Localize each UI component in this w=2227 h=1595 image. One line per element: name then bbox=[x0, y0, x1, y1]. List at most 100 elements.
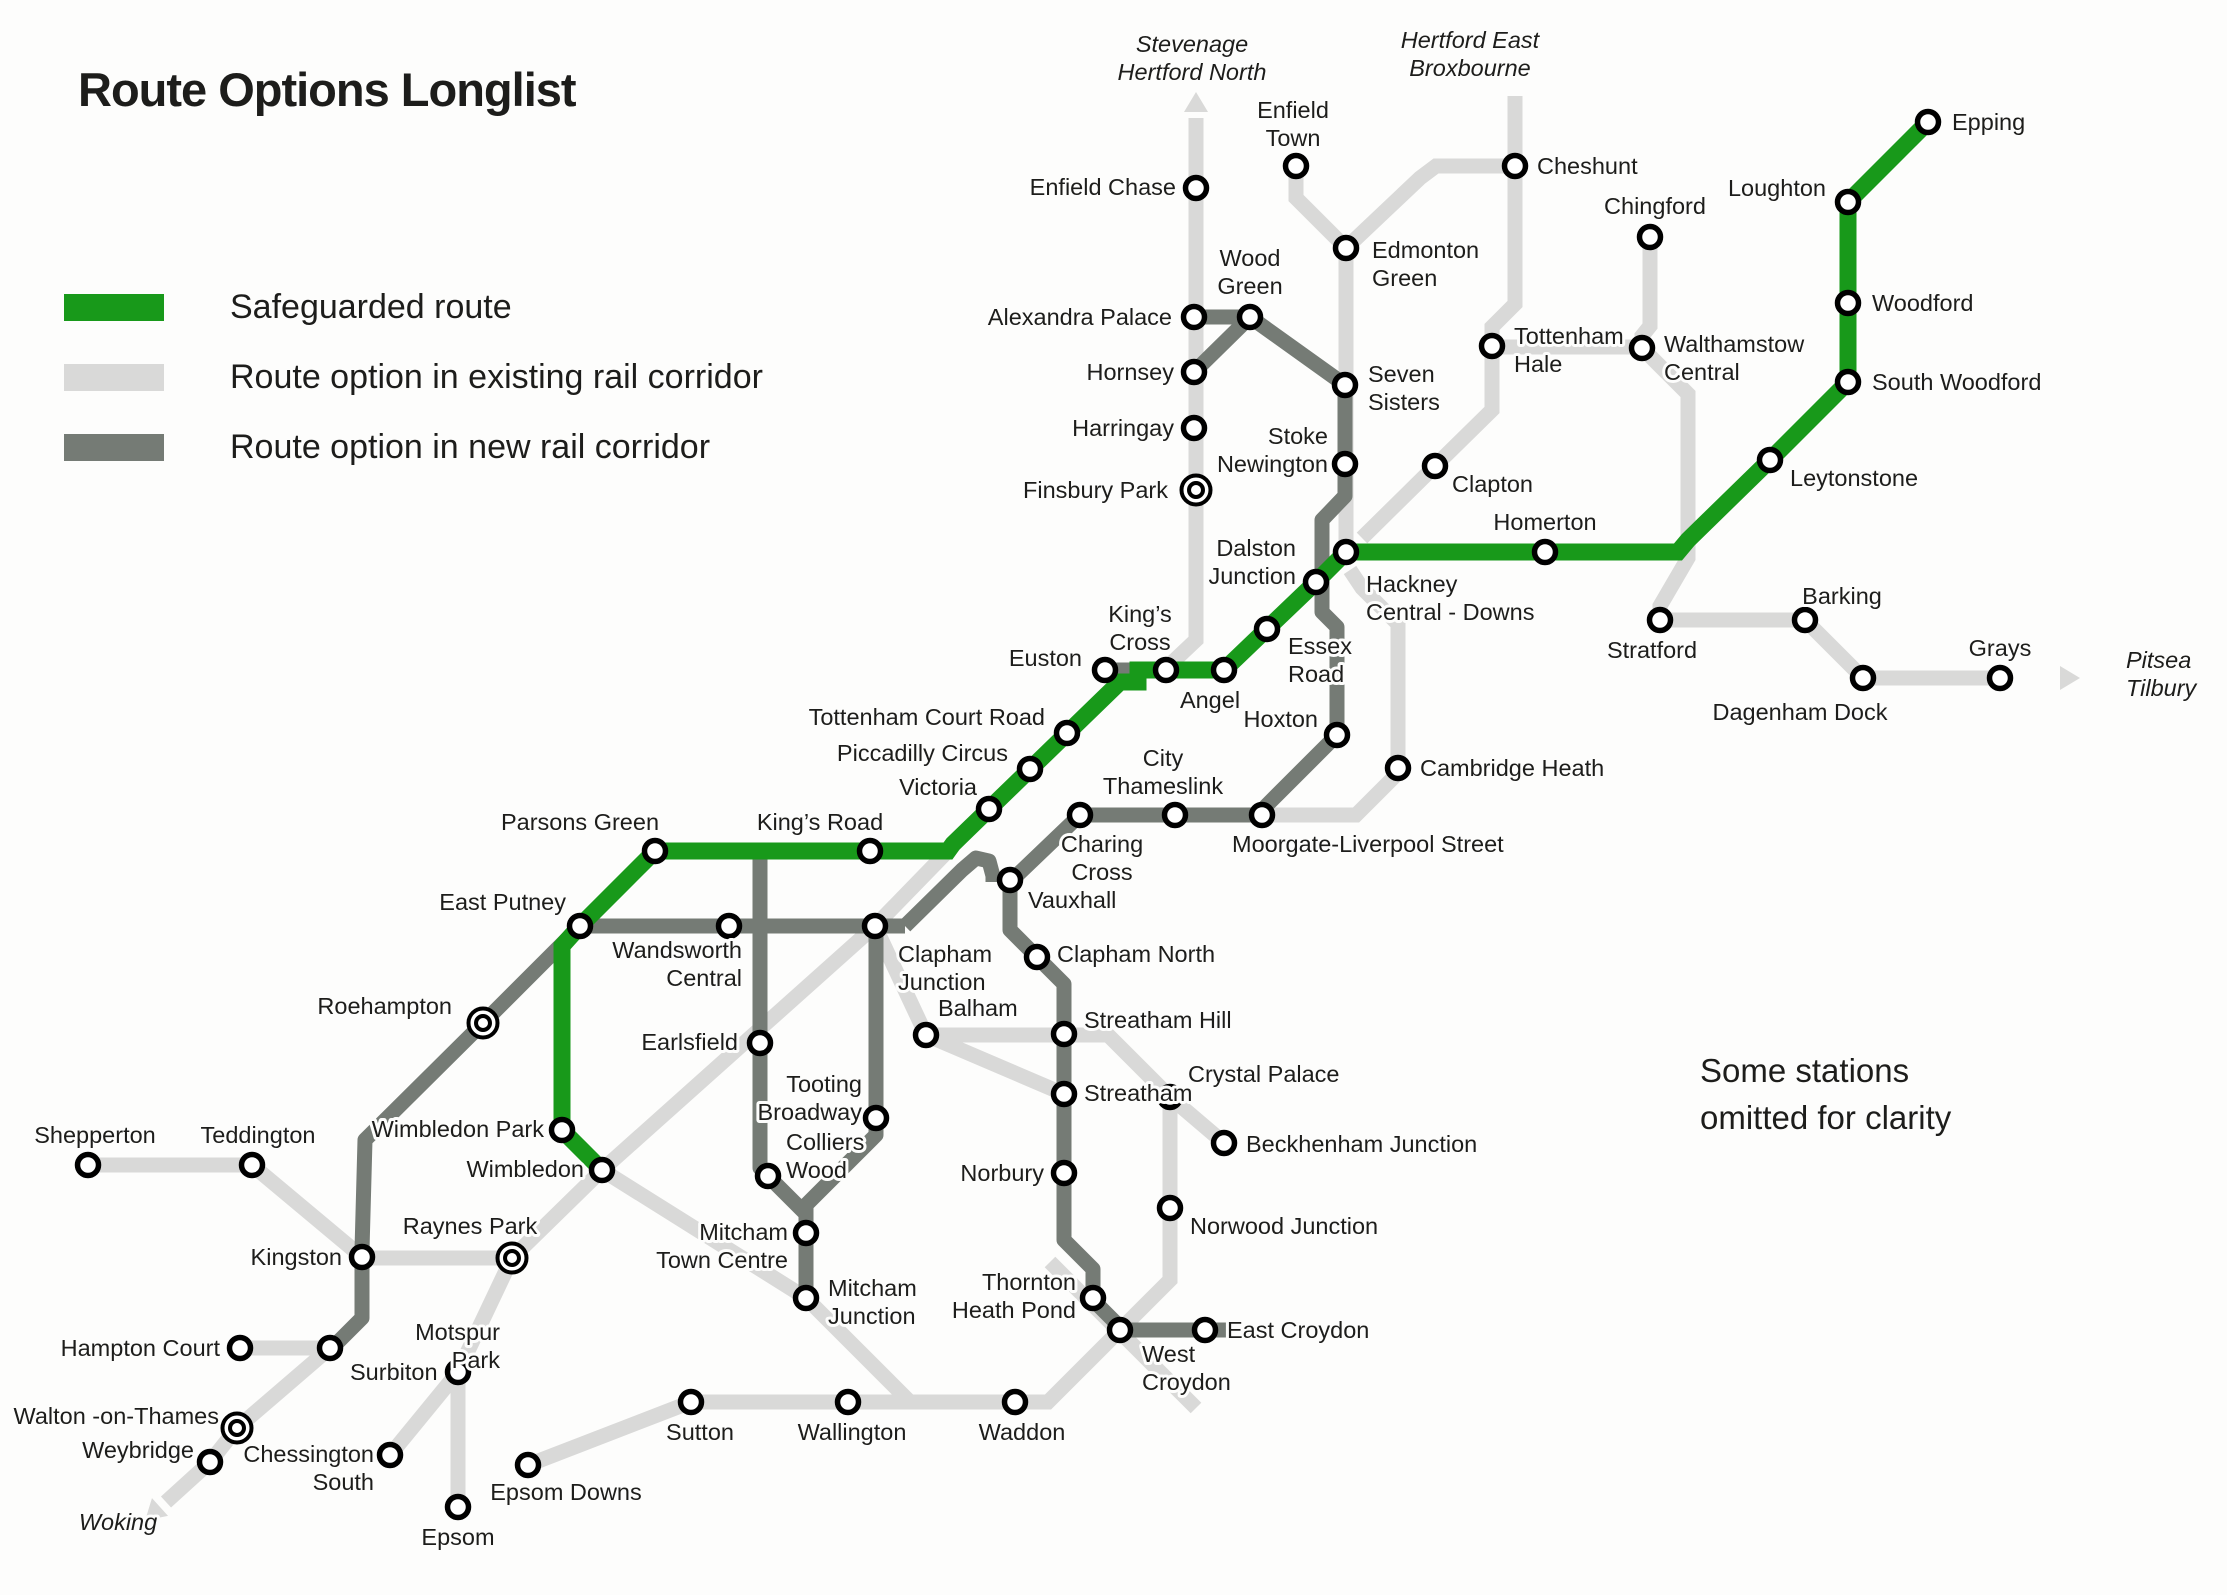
station-marker[interactable] bbox=[1053, 719, 1081, 747]
station-shepperton[interactable] bbox=[74, 1151, 102, 1179]
station-marker[interactable] bbox=[1302, 568, 1330, 596]
station-waddon[interactable] bbox=[1001, 1388, 1029, 1416]
station-marker[interactable] bbox=[912, 1021, 940, 1049]
station-mitcham[interactable] bbox=[792, 1219, 820, 1247]
station-marker[interactable] bbox=[677, 1388, 705, 1416]
station-balham[interactable] bbox=[912, 1021, 940, 1049]
station-tottenham-court-road[interactable] bbox=[1053, 719, 1081, 747]
station-marker[interactable] bbox=[238, 1151, 266, 1179]
station-marker[interactable] bbox=[1834, 289, 1862, 317]
station-epsom[interactable] bbox=[444, 1493, 472, 1521]
station-charing-cross[interactable] bbox=[1066, 801, 1094, 829]
station-wallington[interactable] bbox=[834, 1388, 862, 1416]
station-marker[interactable] bbox=[1210, 1129, 1238, 1157]
station-marker[interactable] bbox=[1066, 801, 1094, 829]
station-marker[interactable] bbox=[316, 1334, 344, 1362]
station-marker[interactable] bbox=[1323, 721, 1351, 749]
station-marker[interactable] bbox=[792, 1219, 820, 1247]
station-moorgate-liverpool-street[interactable] bbox=[1248, 801, 1276, 829]
station-marker[interactable] bbox=[1331, 371, 1359, 399]
station-marker[interactable] bbox=[1834, 368, 1862, 396]
station-finsbury-park[interactable] bbox=[1179, 473, 1213, 507]
station-marker[interactable] bbox=[1191, 1316, 1219, 1344]
station-marker[interactable] bbox=[548, 1116, 576, 1144]
station-kings-cross[interactable] bbox=[1152, 656, 1180, 684]
station-marker[interactable] bbox=[1050, 1080, 1078, 1108]
station-streatham[interactable] bbox=[1050, 1080, 1078, 1108]
station-marker[interactable] bbox=[1849, 664, 1877, 692]
station-marker[interactable] bbox=[792, 1284, 820, 1312]
station-clapham-north[interactable] bbox=[1023, 943, 1051, 971]
station-marker[interactable] bbox=[1636, 223, 1664, 251]
station-sutton[interactable] bbox=[677, 1388, 705, 1416]
station-marker[interactable] bbox=[1091, 656, 1119, 684]
station-essex-road[interactable] bbox=[1253, 615, 1281, 643]
station-walton-on-thames[interactable] bbox=[220, 1411, 254, 1445]
station-marker[interactable] bbox=[1161, 801, 1189, 829]
station-dalston-junction[interactable] bbox=[1302, 568, 1330, 596]
station-marker[interactable] bbox=[746, 1029, 774, 1057]
station-marker[interactable] bbox=[1531, 538, 1559, 566]
station-marker[interactable] bbox=[1023, 943, 1051, 971]
station-marker[interactable] bbox=[566, 912, 594, 940]
station-teddington[interactable] bbox=[238, 1151, 266, 1179]
station-wandsworth-central[interactable] bbox=[715, 912, 743, 940]
station-harringay[interactable] bbox=[1180, 414, 1208, 442]
station-motspur-park[interactable] bbox=[444, 1358, 472, 1386]
station-marker[interactable] bbox=[1248, 801, 1276, 829]
station-marker[interactable] bbox=[1050, 1020, 1078, 1048]
station-west-croydon[interactable] bbox=[1106, 1316, 1134, 1344]
station-colliers-wood[interactable] bbox=[754, 1162, 782, 1190]
station-marker[interactable] bbox=[514, 1451, 542, 1479]
station-epsom-downs[interactable] bbox=[514, 1451, 542, 1479]
station-marker[interactable] bbox=[196, 1448, 224, 1476]
station-enfield-town[interactable] bbox=[1282, 152, 1310, 180]
station-city-thameslink[interactable] bbox=[1161, 801, 1189, 829]
station-clapham-junction[interactable] bbox=[861, 912, 889, 940]
station-walthamstow-central[interactable] bbox=[1628, 334, 1656, 362]
station-marker[interactable] bbox=[975, 795, 1003, 823]
station-marker[interactable] bbox=[1646, 606, 1674, 634]
station-marker[interactable] bbox=[834, 1388, 862, 1416]
station-mitcham-junction[interactable] bbox=[792, 1284, 820, 1312]
station-earlsfield[interactable] bbox=[746, 1029, 774, 1057]
station-hornsey[interactable] bbox=[1180, 358, 1208, 386]
station-wimbledon-park[interactable] bbox=[548, 1116, 576, 1144]
station-marker[interactable] bbox=[1421, 452, 1449, 480]
station-weybridge[interactable] bbox=[196, 1448, 224, 1476]
station-marker[interactable] bbox=[1914, 108, 1942, 136]
station-marker[interactable] bbox=[74, 1151, 102, 1179]
station-norwood-junction[interactable] bbox=[1156, 1194, 1184, 1222]
station-east-putney[interactable] bbox=[566, 912, 594, 940]
station-marker[interactable] bbox=[1106, 1316, 1134, 1344]
station-marker[interactable] bbox=[1834, 188, 1862, 216]
station-streatham-hill[interactable] bbox=[1050, 1020, 1078, 1048]
station-marker[interactable] bbox=[1986, 664, 2014, 692]
station-cambridge-heath[interactable] bbox=[1384, 754, 1412, 782]
station-marker[interactable] bbox=[862, 1104, 890, 1132]
station-marker[interactable] bbox=[856, 837, 884, 865]
station-leytonstone[interactable] bbox=[1756, 446, 1784, 474]
station-wood-green[interactable] bbox=[1236, 303, 1264, 331]
station-barking[interactable] bbox=[1791, 606, 1819, 634]
station-alexandra-palace[interactable] bbox=[1180, 303, 1208, 331]
station-grays[interactable] bbox=[1986, 664, 2014, 692]
station-marker[interactable] bbox=[1050, 1159, 1078, 1187]
station-vauxhall[interactable] bbox=[996, 866, 1024, 894]
station-hackney-central-downs[interactable] bbox=[1332, 538, 1360, 566]
station-enfield-chase[interactable] bbox=[1182, 174, 1210, 202]
station-marker[interactable] bbox=[376, 1441, 404, 1469]
station-marker[interactable] bbox=[1282, 152, 1310, 180]
station-marker[interactable] bbox=[1628, 334, 1656, 362]
station-wimbledon[interactable] bbox=[588, 1156, 616, 1184]
station-clapton[interactable] bbox=[1421, 452, 1449, 480]
station-dagenham-dock[interactable] bbox=[1849, 664, 1877, 692]
station-victoria[interactable] bbox=[975, 795, 1003, 823]
station-surbiton[interactable] bbox=[316, 1334, 344, 1362]
station-chessington-south[interactable] bbox=[376, 1441, 404, 1469]
station-cheshunt[interactable] bbox=[1501, 152, 1529, 180]
station-marker[interactable] bbox=[1156, 1194, 1184, 1222]
station-piccadilly-circus[interactable] bbox=[1016, 755, 1044, 783]
station-homerton[interactable] bbox=[1531, 538, 1559, 566]
station-marker[interactable] bbox=[1253, 615, 1281, 643]
